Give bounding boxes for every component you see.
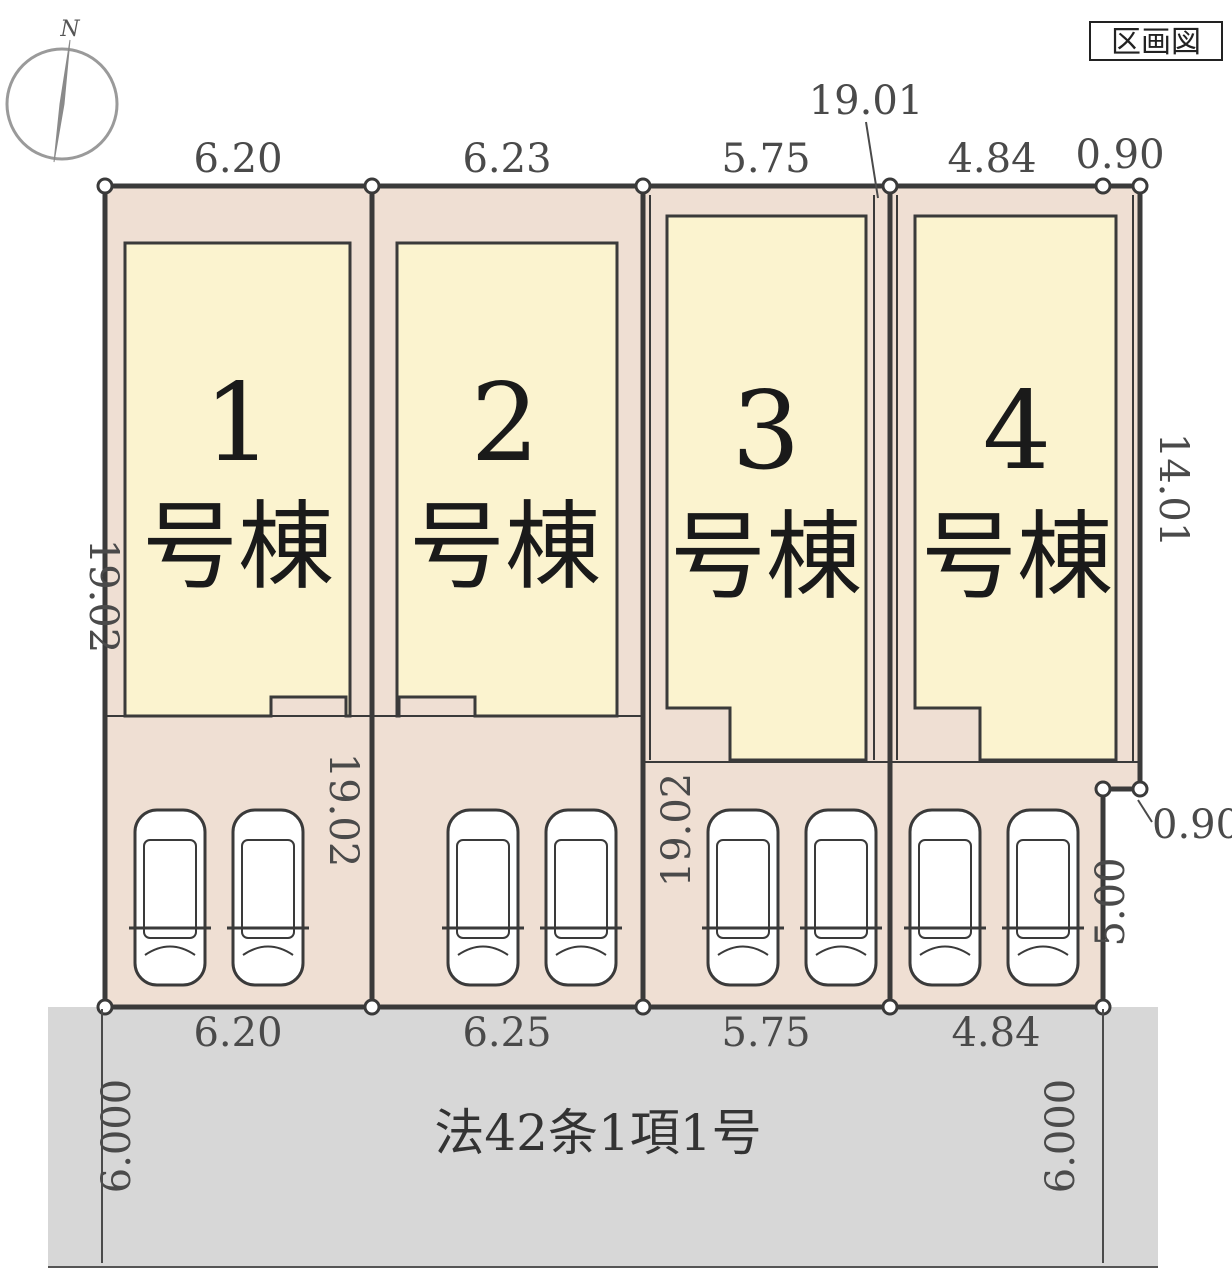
boundary-marker xyxy=(96,177,114,195)
car-icon xyxy=(540,808,622,987)
boundary-marker xyxy=(634,177,652,195)
car-icon xyxy=(1002,808,1084,987)
lot-1-suffix: 号棟 xyxy=(142,491,334,603)
lot-4-right-depth: 14.01 xyxy=(1150,433,1196,548)
road-width-right: 6.000 xyxy=(1038,1079,1084,1194)
boundary-marker xyxy=(363,177,381,195)
boundary-marker xyxy=(1094,780,1112,798)
car-icon xyxy=(129,808,211,987)
lot-2-bottom-width: 6.25 xyxy=(462,1010,551,1056)
north-needle-icon xyxy=(53,39,71,163)
lot-1-number: 1 xyxy=(204,361,273,486)
car-body xyxy=(446,808,520,987)
car-cabin xyxy=(554,839,608,939)
car-icon xyxy=(442,808,524,987)
boundary-marker xyxy=(363,998,381,1016)
lot-3-top-width: 5.75 xyxy=(721,136,810,182)
lot-3-corner-leader xyxy=(865,121,879,199)
lot-4-side-offset: 0.90 xyxy=(1152,802,1232,848)
lot-4-top-width: 4.84 xyxy=(947,136,1036,182)
plan-badge-label: 区画図 xyxy=(1111,25,1201,60)
car-body xyxy=(908,808,982,987)
car-cabin xyxy=(918,839,972,939)
lot-3-corner-dim: 19.01 xyxy=(809,78,924,124)
car-body xyxy=(1006,808,1080,987)
lot-4-lower-depth: 5.00 xyxy=(1088,857,1134,946)
car-windshield xyxy=(242,945,294,956)
road-width-left: 6.000 xyxy=(94,1079,140,1194)
car-icon xyxy=(702,808,784,987)
car-body xyxy=(231,808,305,987)
boundary-markers xyxy=(96,177,1149,1016)
lot-1-depth: 19.02 xyxy=(80,539,126,654)
lot-2: 2 号棟 xyxy=(369,183,646,1010)
lot-1-top-width: 6.20 xyxy=(193,136,282,182)
car-windshield xyxy=(919,945,971,956)
lot-3-number: 3 xyxy=(732,369,801,494)
lot-3-bottom-width: 5.75 xyxy=(721,1010,810,1056)
plan-badge: 区画図 xyxy=(1089,21,1223,61)
car-windshield xyxy=(457,945,509,956)
car-windshield xyxy=(815,945,867,956)
car-body xyxy=(133,808,207,987)
car-cabin xyxy=(716,839,770,939)
lot-4-side-leader xyxy=(1137,799,1153,823)
lot-4-number: 4 xyxy=(983,369,1052,494)
car-cabin xyxy=(241,839,295,939)
car-body xyxy=(804,808,878,987)
north-arrow: N xyxy=(5,17,119,163)
lot-3-suffix: 号棟 xyxy=(670,501,862,613)
lot-2-top-width: 6.23 xyxy=(462,136,551,182)
lot-2-suffix: 号棟 xyxy=(409,491,601,603)
boundary-marker xyxy=(881,177,899,195)
car-cabin xyxy=(1016,839,1070,939)
car-body xyxy=(544,808,618,987)
lot-4-top-offset: 0.90 xyxy=(1075,132,1164,178)
car-windshield xyxy=(144,945,196,956)
road xyxy=(48,1007,1158,1267)
car-icon xyxy=(227,808,309,987)
lot-4-building xyxy=(913,214,1118,762)
boundary-marker xyxy=(1131,780,1149,798)
boundary-marker xyxy=(1094,177,1112,195)
car-windshield xyxy=(1017,945,1069,956)
boundary-marker xyxy=(881,998,899,1016)
car-cabin xyxy=(814,839,868,939)
car-cabin xyxy=(143,839,197,939)
lot-1-bottom-width: 6.20 xyxy=(193,1010,282,1056)
lot-2-number: 2 xyxy=(471,361,540,486)
lot-4-suffix: 号棟 xyxy=(921,501,1113,613)
car-icon xyxy=(800,808,882,987)
north-label: N xyxy=(59,17,80,42)
parking-cars xyxy=(129,808,1084,987)
lot-3-building xyxy=(665,214,868,762)
car-icon xyxy=(904,808,986,987)
lot-2-depth: 19.02 xyxy=(320,753,366,868)
boundary-marker xyxy=(1131,177,1149,195)
car-cabin xyxy=(456,839,510,939)
plan-badge-box xyxy=(1089,21,1223,61)
road-label: 法42条1項1号 xyxy=(434,1104,761,1162)
north-circle xyxy=(5,47,119,161)
lot-1: 1 号棟 xyxy=(102,183,375,1010)
car-windshield xyxy=(555,945,607,956)
car-body xyxy=(706,808,780,987)
lot-4-bottom-width: 4.84 xyxy=(951,1010,1040,1056)
car-windshield xyxy=(717,945,769,956)
boundary-marker xyxy=(96,998,114,1016)
lot-3-depth: 19.02 xyxy=(654,773,700,888)
boundary-marker xyxy=(634,998,652,1016)
